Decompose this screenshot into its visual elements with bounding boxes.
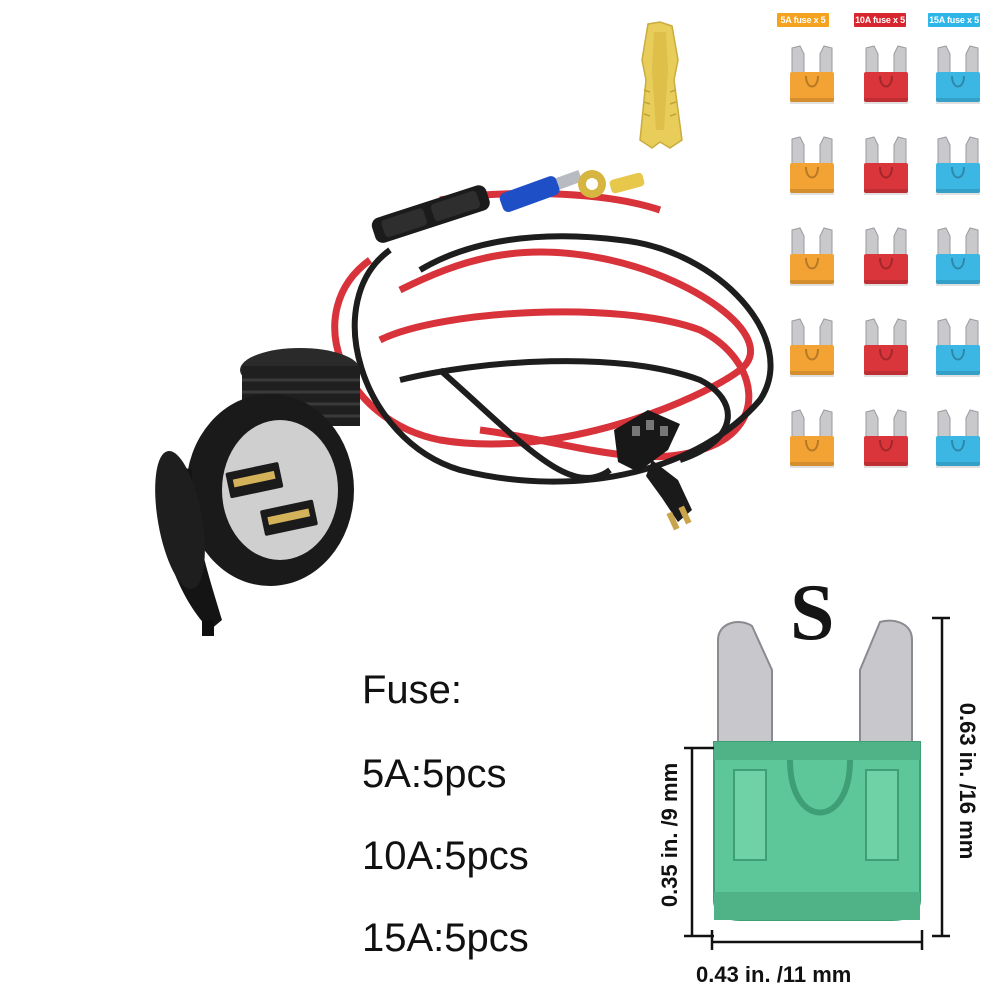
- body-height-dimension-label: 0.35 in. /9 mm: [657, 762, 682, 908]
- wire-harness-icon: [331, 169, 774, 531]
- fuse-red-icon: [860, 135, 912, 199]
- size-letter: S: [790, 569, 835, 657]
- fuse-blue-icon: [932, 44, 984, 108]
- fuse-tag-5a: 5A fuse x 5: [777, 13, 829, 27]
- fuse-blue-icon: [932, 317, 984, 381]
- fuse-orange-icon: [786, 135, 838, 199]
- spec-line-5a: 5A:5pcs: [362, 752, 507, 796]
- fuse-blue-icon: [932, 226, 984, 290]
- total-height-dimension-label: 0.63 in. /16 mm: [955, 702, 980, 860]
- fuse-red-icon: [860, 226, 912, 290]
- fuse-blue-icon: [932, 408, 984, 472]
- fuse-red-icon: [860, 44, 912, 108]
- fuse-puller-icon: [639, 21, 683, 149]
- fuse-orange-icon: [786, 44, 838, 108]
- fuse-red-icon: [860, 408, 912, 472]
- spec-line-15a: 15A:5pcs: [362, 916, 529, 960]
- fuse-orange-icon: [786, 317, 838, 381]
- fuse-grid: [780, 44, 990, 484]
- fuse-blue-icon: [932, 135, 984, 199]
- width-dimension-label: 0.43 in. /11 mm: [696, 962, 852, 987]
- fuse-orange-icon: [786, 226, 838, 290]
- fuse-tag-10a: 10A fuse x 5: [854, 13, 906, 27]
- fuse-tag-15a: 15A fuse x 5: [928, 13, 980, 27]
- usb-socket-icon: [155, 348, 360, 636]
- spec-heading: Fuse:: [362, 668, 463, 712]
- spec-line-10a: 10A:5pcs: [362, 834, 529, 878]
- fuse-red-icon: [860, 317, 912, 381]
- fuse-orange-icon: [786, 408, 838, 472]
- mini-blade-fuse-icon: [684, 616, 950, 950]
